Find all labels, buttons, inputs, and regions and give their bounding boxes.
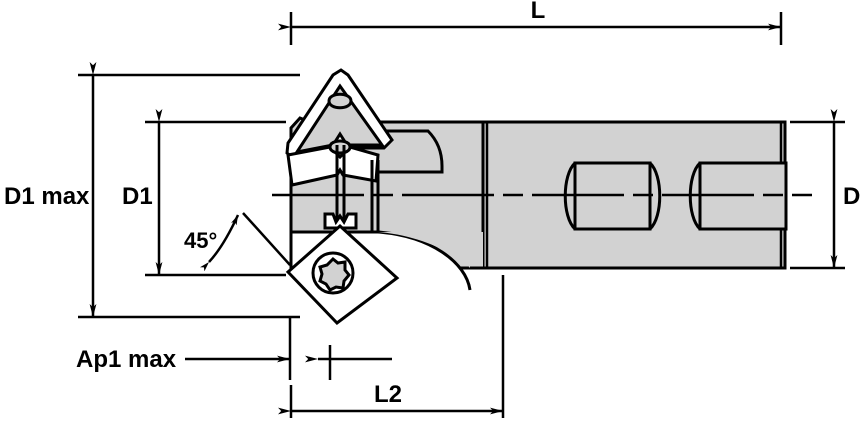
middle-insert-screw-seat [328, 139, 352, 155]
torx-star-recess-icon [318, 256, 351, 292]
lower-insert [285, 212, 400, 325]
dimension-angle-45: 45° [184, 212, 291, 272]
dimension-label-L2: L2 [374, 381, 402, 408]
dimension-label-L: L [531, 0, 546, 24]
internal-bore-lines [335, 145, 380, 232]
dimension-D1: D1 [122, 109, 286, 277]
angle45-arc-leader [199, 214, 240, 272]
dimension-Ap1max: Ap1 max [76, 317, 392, 380]
dimension-label-D: D [843, 183, 860, 210]
dimension-label-D1: D1 [122, 183, 153, 210]
weldon-flat-1-right-arc [648, 161, 662, 231]
dimension-D: D [790, 109, 860, 270]
lower-gullet-fill-patch [378, 232, 483, 268]
lower-gullet-arc [377, 230, 472, 291]
dimension-D1max: D1 max [4, 62, 300, 319]
dimension-label-Ap1max: Ap1 max [76, 346, 177, 373]
dimension-label-angle45: 45° [184, 228, 217, 253]
angle45-reference-line [242, 212, 291, 266]
dimension-L2: L2 [278, 275, 505, 418]
upper-insert-screw-notch [327, 92, 353, 110]
dimension-L: L [278, 0, 783, 45]
dimension-label-D1max: D1 max [4, 183, 90, 210]
